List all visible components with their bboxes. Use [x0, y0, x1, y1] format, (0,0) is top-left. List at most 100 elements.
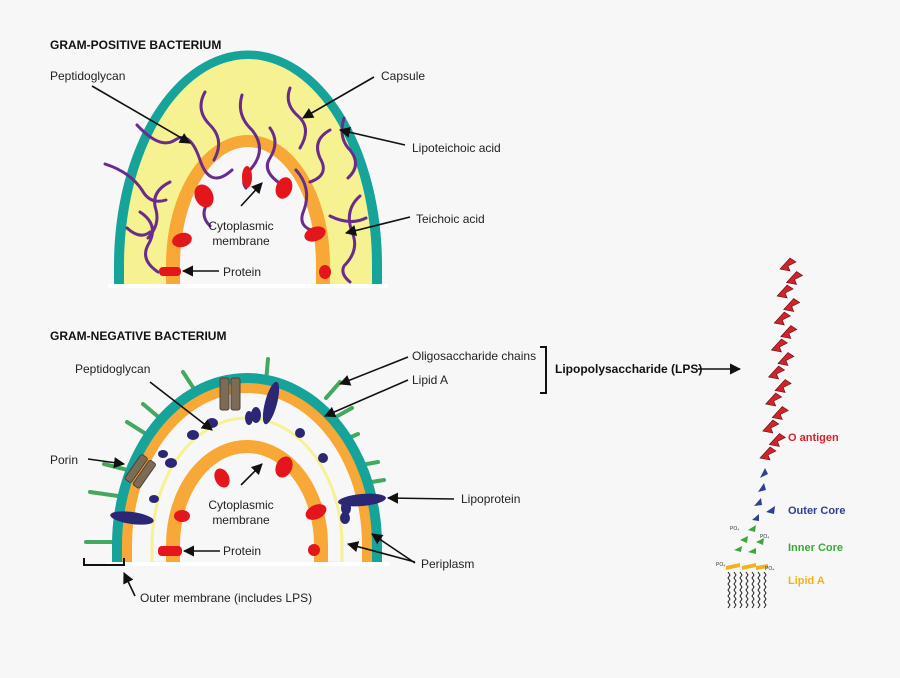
lipoprotein — [340, 512, 350, 524]
protein-blob — [304, 226, 326, 242]
lipoteichoic-acid-label: Lipoteichoic acid — [412, 141, 501, 155]
o-antigen-unit — [783, 298, 801, 312]
protein-label: Protein — [223, 265, 261, 279]
strand — [328, 214, 368, 223]
o-antigen-unit — [774, 379, 792, 393]
o-antigen-chain — [759, 257, 804, 461]
o-antigen-unit — [759, 446, 777, 461]
porin-label: Porin — [50, 453, 78, 467]
lipoprotein — [318, 453, 328, 463]
peptidoglycan-label-negative: Peptidoglycan — [75, 362, 150, 376]
o-antigen-unit — [762, 419, 780, 434]
svg-text:PO₄: PO₄ — [730, 526, 739, 532]
teichoic-acid-label: Teichoic acid — [416, 212, 485, 226]
strand — [341, 194, 362, 284]
lipid-a-head — [726, 563, 768, 570]
lipoprotein — [110, 511, 154, 525]
lipoprotein — [341, 501, 351, 515]
strand — [265, 126, 280, 184]
strand — [308, 128, 332, 184]
peptidoglycan-label: Peptidoglycan — [50, 69, 125, 83]
outer-membrane-bracket — [83, 558, 125, 566]
porin — [124, 454, 148, 483]
lipoprotein — [295, 428, 305, 438]
strand — [125, 226, 152, 237]
protein-blob — [308, 544, 320, 556]
o-antigen-unit — [777, 352, 795, 366]
protein-blob — [172, 232, 192, 248]
periplasm-label: Periplasm — [421, 557, 474, 571]
lipoprotein — [165, 458, 177, 468]
strand — [199, 90, 221, 162]
protein-blob — [159, 267, 181, 276]
lipid-a-label: Lipid A — [412, 373, 448, 387]
phosphate-labels: PO₄ PO₄ PO₄ PO₄ — [716, 526, 774, 572]
fatty-acid-tails — [727, 571, 767, 609]
outer-core-chain — [752, 468, 775, 521]
cytoplasmic-label-negative-line2: membrane — [212, 513, 270, 527]
svg-text:PO₄: PO₄ — [765, 566, 774, 572]
strand — [286, 86, 307, 150]
inner-membrane-proteins — [158, 456, 327, 556]
o-antigen-unit — [780, 325, 798, 339]
gram-positive-title: GRAM-POSITIVE BACTERIUM — [50, 38, 221, 52]
gram-negative-panel: GRAM-NEGATIVE BACTERIUM — [50, 329, 742, 605]
lipoproteins — [110, 381, 386, 525]
lipid-a-structure-label: Lipid A — [788, 575, 825, 587]
protein-blob — [275, 177, 293, 199]
teichoic-acid-strands — [103, 86, 368, 284]
cytoplasm-negative — [180, 453, 314, 563]
oligosaccharide-chains-label: Oligosaccharide chains — [412, 349, 536, 363]
o-antigen-unit — [776, 284, 794, 299]
inner-core-label: Inner Core — [788, 542, 843, 554]
gram-positive-panel: GRAM-POSITIVE BACTERIUM — [50, 38, 501, 288]
negative-pointers — [87, 356, 742, 597]
o-antigen-unit — [785, 271, 804, 285]
protein-blob — [275, 456, 293, 478]
lps-structure: PO₄ PO₄ PO₄ PO₄ O antigen Outer Core Inn… — [716, 257, 845, 609]
o-antigen-unit — [767, 365, 786, 380]
protein-blob — [174, 510, 190, 522]
gram-negative-title: GRAM-NEGATIVE BACTERIUM — [50, 329, 226, 343]
lipoprotein — [149, 495, 159, 503]
svg-text:PO₄: PO₄ — [716, 562, 725, 568]
lipoprotein — [245, 411, 253, 425]
capsule-label: Capsule — [381, 69, 425, 83]
cytoplasmic-label-line2: membrane — [212, 234, 270, 248]
strand — [103, 162, 168, 203]
outer-core-label: Outer Core — [788, 505, 845, 517]
cytoplasmic-label-line1: Cytoplasmic — [208, 219, 273, 233]
porin — [219, 377, 230, 411]
cytoplasmic-label-negative-line1: Cytoplasmic — [208, 498, 273, 512]
strand — [294, 168, 320, 234]
o-antigen-unit — [773, 311, 791, 326]
lps-bracket — [540, 346, 547, 394]
lipoprotein — [251, 407, 261, 423]
lipoprotein — [187, 430, 199, 440]
porin — [132, 459, 156, 489]
protein-blob — [305, 504, 327, 520]
outer-membrane-label: Outer membrane (includes LPS) — [140, 591, 312, 605]
strand — [138, 210, 160, 274]
porin — [230, 377, 241, 411]
o-antigen-label: O antigen — [788, 432, 839, 444]
lipoprotein — [338, 493, 386, 507]
protein-blob — [214, 468, 230, 488]
o-antigen-unit — [765, 392, 783, 407]
o-antigen-unit — [770, 338, 789, 353]
protein-blob — [158, 546, 182, 556]
inner-core-chain — [734, 525, 764, 554]
o-antigen-unit — [768, 433, 787, 447]
protein-blob — [194, 184, 214, 208]
protein-label-negative: Protein — [223, 544, 261, 558]
o-antigen-unit — [779, 257, 797, 272]
o-antigen-unit — [771, 406, 789, 420]
lipoprotein-label: Lipoprotein — [461, 492, 520, 506]
positive-pointers — [91, 76, 411, 277]
lipoprotein — [158, 450, 168, 458]
lipoprotein — [262, 381, 280, 425]
protein-blob — [242, 166, 252, 188]
lps-label: Lipopolysaccharide (LPS) — [555, 362, 702, 376]
porins — [124, 377, 241, 489]
